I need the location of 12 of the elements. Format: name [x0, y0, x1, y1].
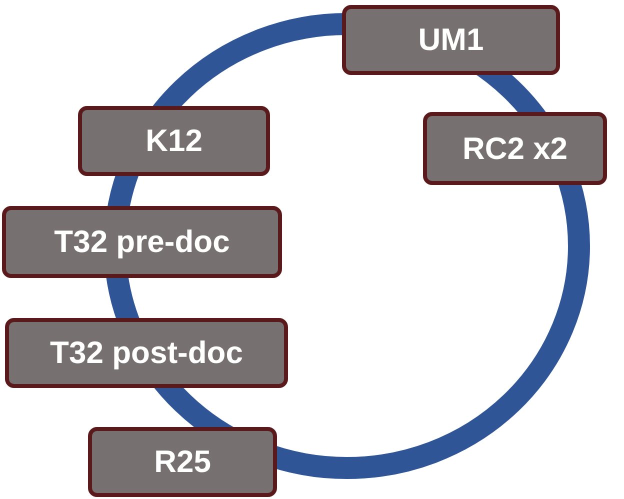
- label-box: [423, 112, 607, 185]
- label-box: [88, 427, 277, 497]
- box-label: K12: [146, 123, 202, 159]
- label-box: [342, 5, 560, 75]
- label-box: [78, 106, 270, 176]
- box-label: T32 post-doc: [50, 335, 243, 371]
- box-label: R25: [154, 444, 211, 480]
- box-label: T32 pre-doc: [54, 224, 230, 260]
- box-label: UM1: [418, 22, 484, 58]
- box-label: RC2 x2: [462, 130, 568, 166]
- label-box: [2, 206, 282, 278]
- label-box: [5, 318, 288, 388]
